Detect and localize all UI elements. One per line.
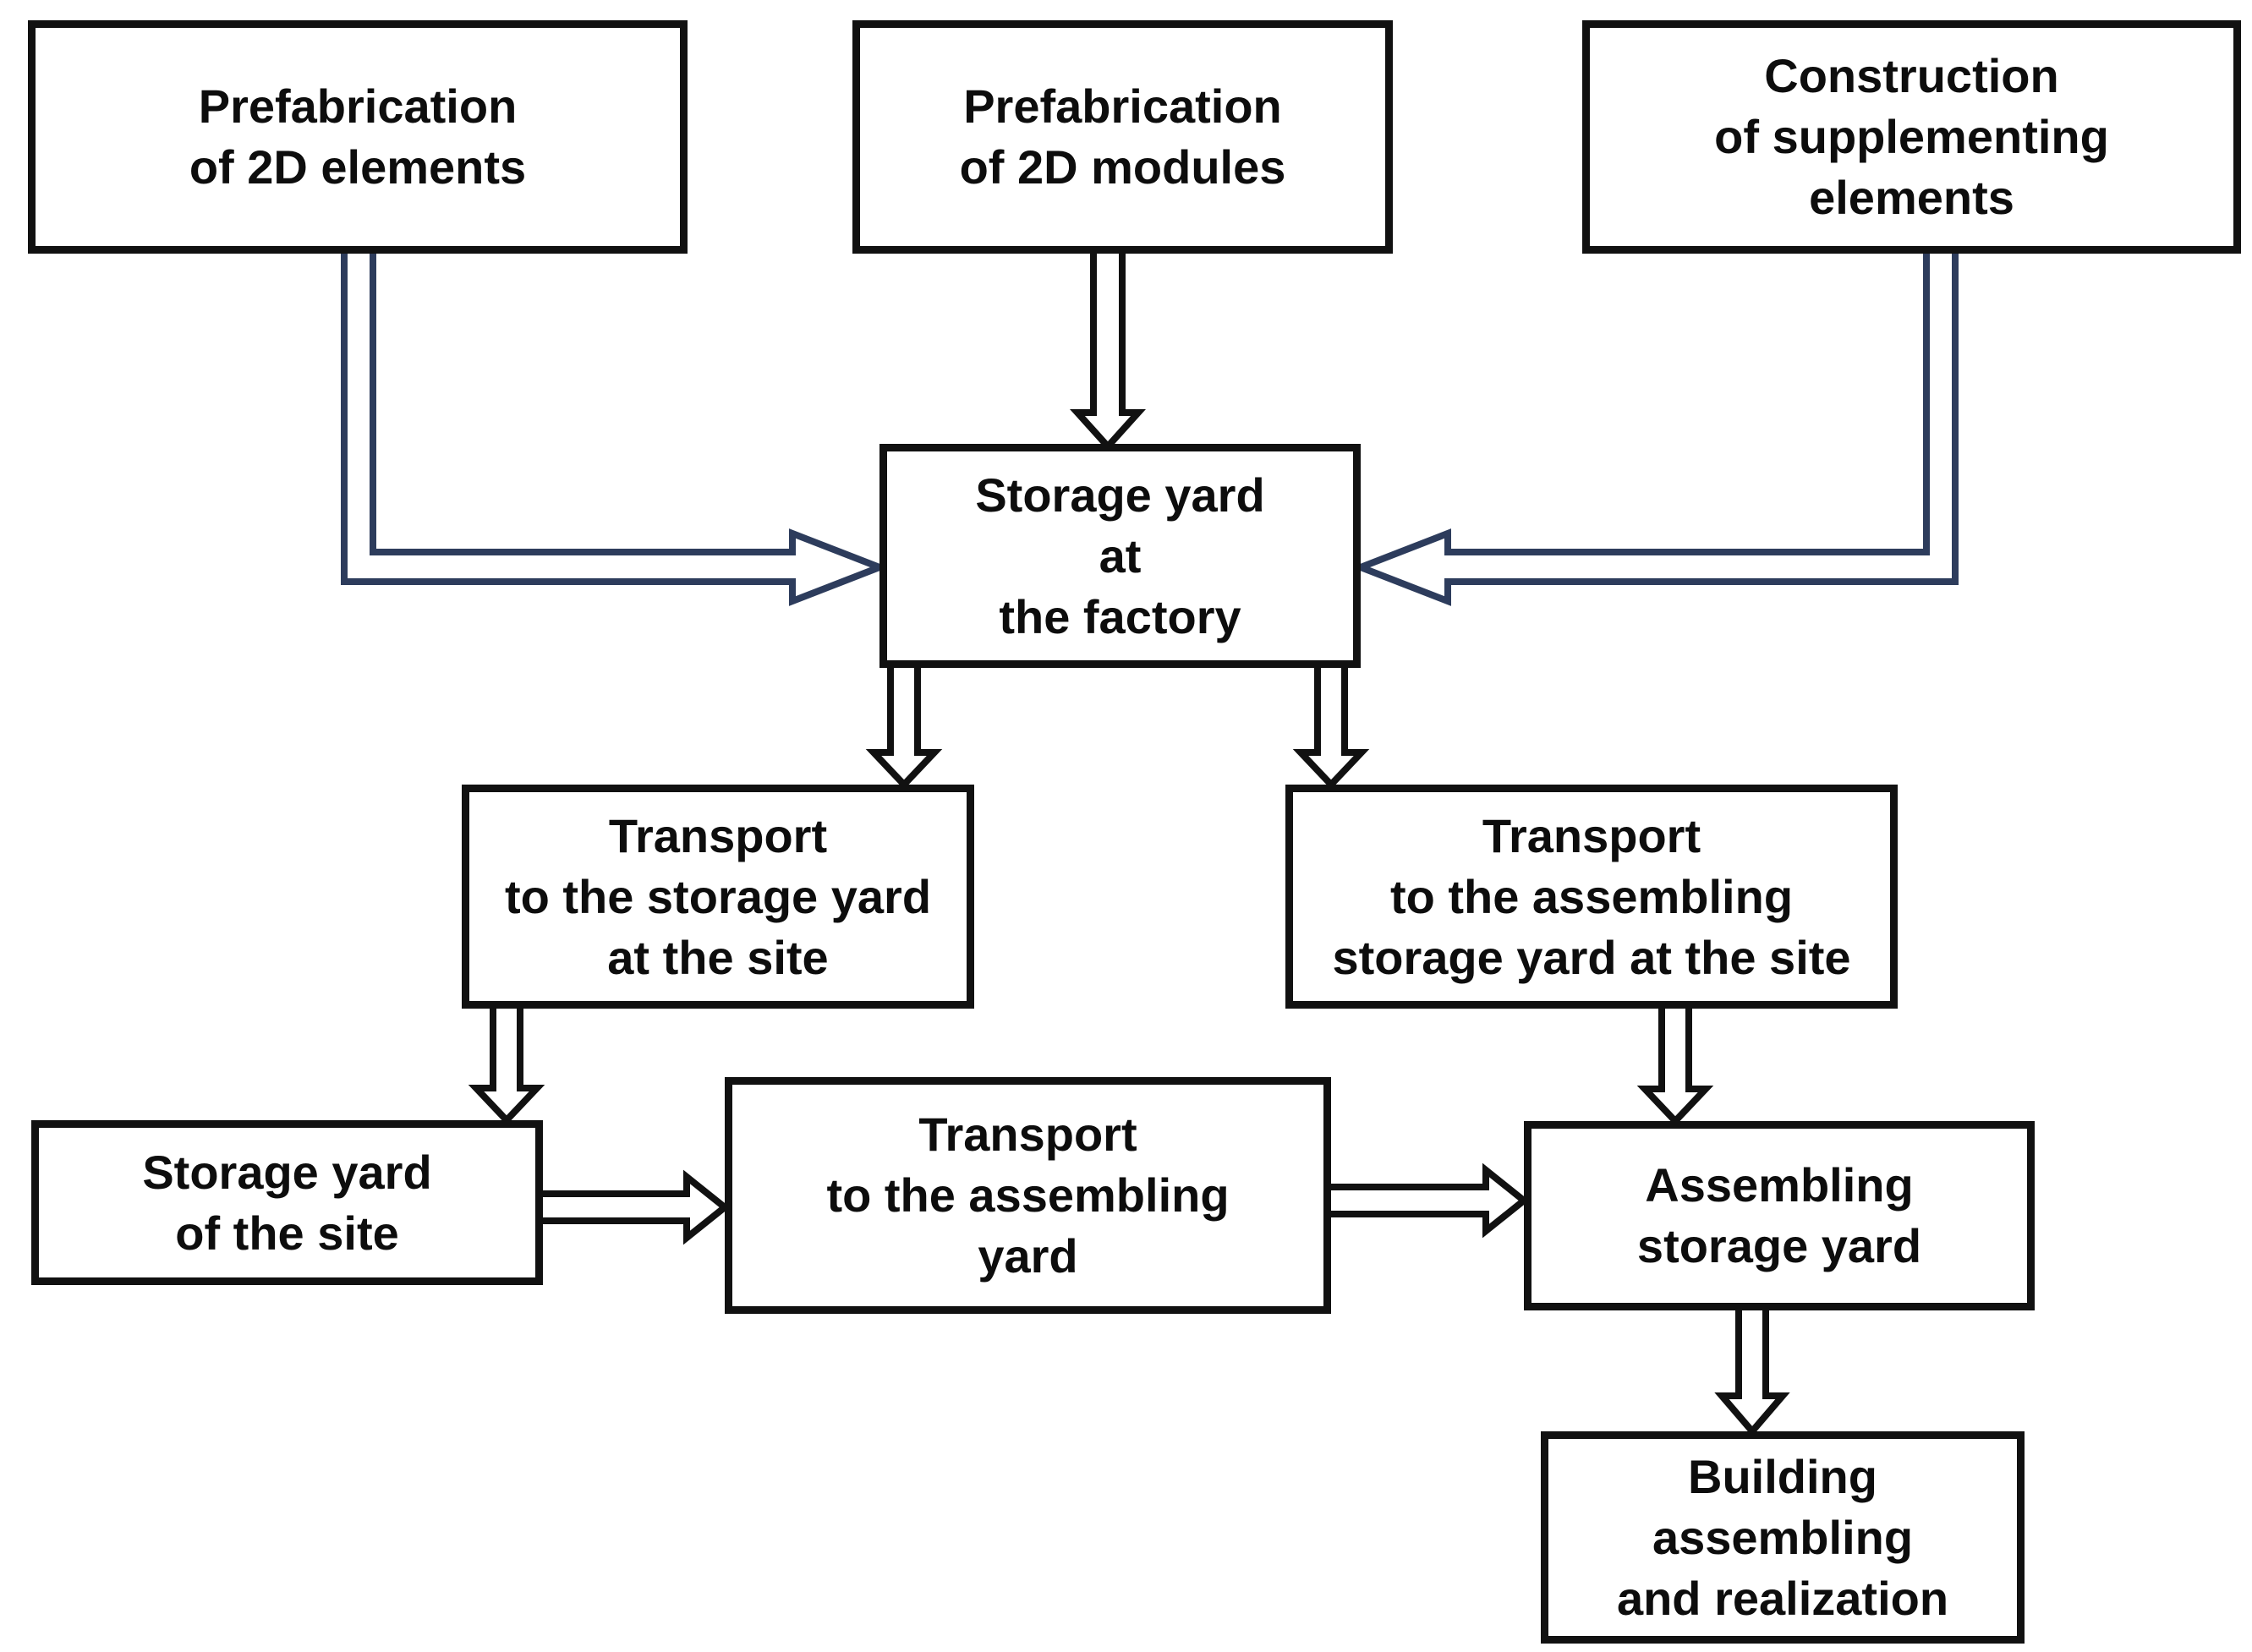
node-label: Construction of supplementing elements xyxy=(1714,49,2109,224)
arrow-construction-to-factory xyxy=(1351,250,1959,606)
node-label: Prefabrication of 2D elements xyxy=(189,79,527,194)
node-transport-storage-yard-site: Transport to the storage yard at the sit… xyxy=(462,785,974,1009)
arrow-prefab-elements-to-factory xyxy=(341,250,890,606)
node-transport-assembling-storage-yard-site: Transport to the assembling storage yard… xyxy=(1285,785,1898,1009)
node-transport-assembling-yard: Transport to the assembling yard xyxy=(725,1077,1331,1314)
node-label: Assembling storage yard xyxy=(1636,1158,1922,1272)
node-label: Building assembling and realization xyxy=(1616,1449,1949,1625)
arrow-transport-mid-to-assembling xyxy=(1328,1162,1530,1239)
node-label: Transport to the assembling storage yard… xyxy=(1332,808,1851,984)
node-storage-yard-of-site: Storage yard of the site xyxy=(31,1120,543,1285)
node-building-assembling-realization: Building assembling and realization xyxy=(1541,1431,2025,1644)
node-prefabrication-2d-elements: Prefabrication of 2D elements xyxy=(28,20,688,254)
arrow-prefab-modules-to-factory xyxy=(1070,250,1146,451)
arrow-factory-to-transport-right xyxy=(1292,665,1370,790)
arrow-storage-site-to-transport-mid xyxy=(538,1169,731,1245)
arrow-factory-to-transport-left xyxy=(865,665,943,790)
node-prefabrication-2d-modules: Prefabrication of 2D modules xyxy=(852,20,1393,254)
node-construction-supplementing-elements: Construction of supplementing elements xyxy=(1582,20,2241,254)
arrow-transport-left-to-storage-site xyxy=(468,1005,545,1125)
node-label: Prefabrication of 2D modules xyxy=(959,79,1286,194)
node-label: Transport to the storage yard at the sit… xyxy=(504,808,932,984)
node-label: Storage yard at the factory xyxy=(975,468,1265,643)
arrow-transport-right-to-assembling xyxy=(1636,1005,1714,1126)
node-storage-yard-factory: Storage yard at the factory xyxy=(879,444,1361,668)
node-assembling-storage-yard: Assembling storage yard xyxy=(1524,1121,2035,1310)
arrow-assembling-to-building xyxy=(1714,1307,1790,1437)
node-label: Transport to the assembling yard xyxy=(826,1108,1230,1283)
node-label: Storage yard of the site xyxy=(142,1145,432,1260)
